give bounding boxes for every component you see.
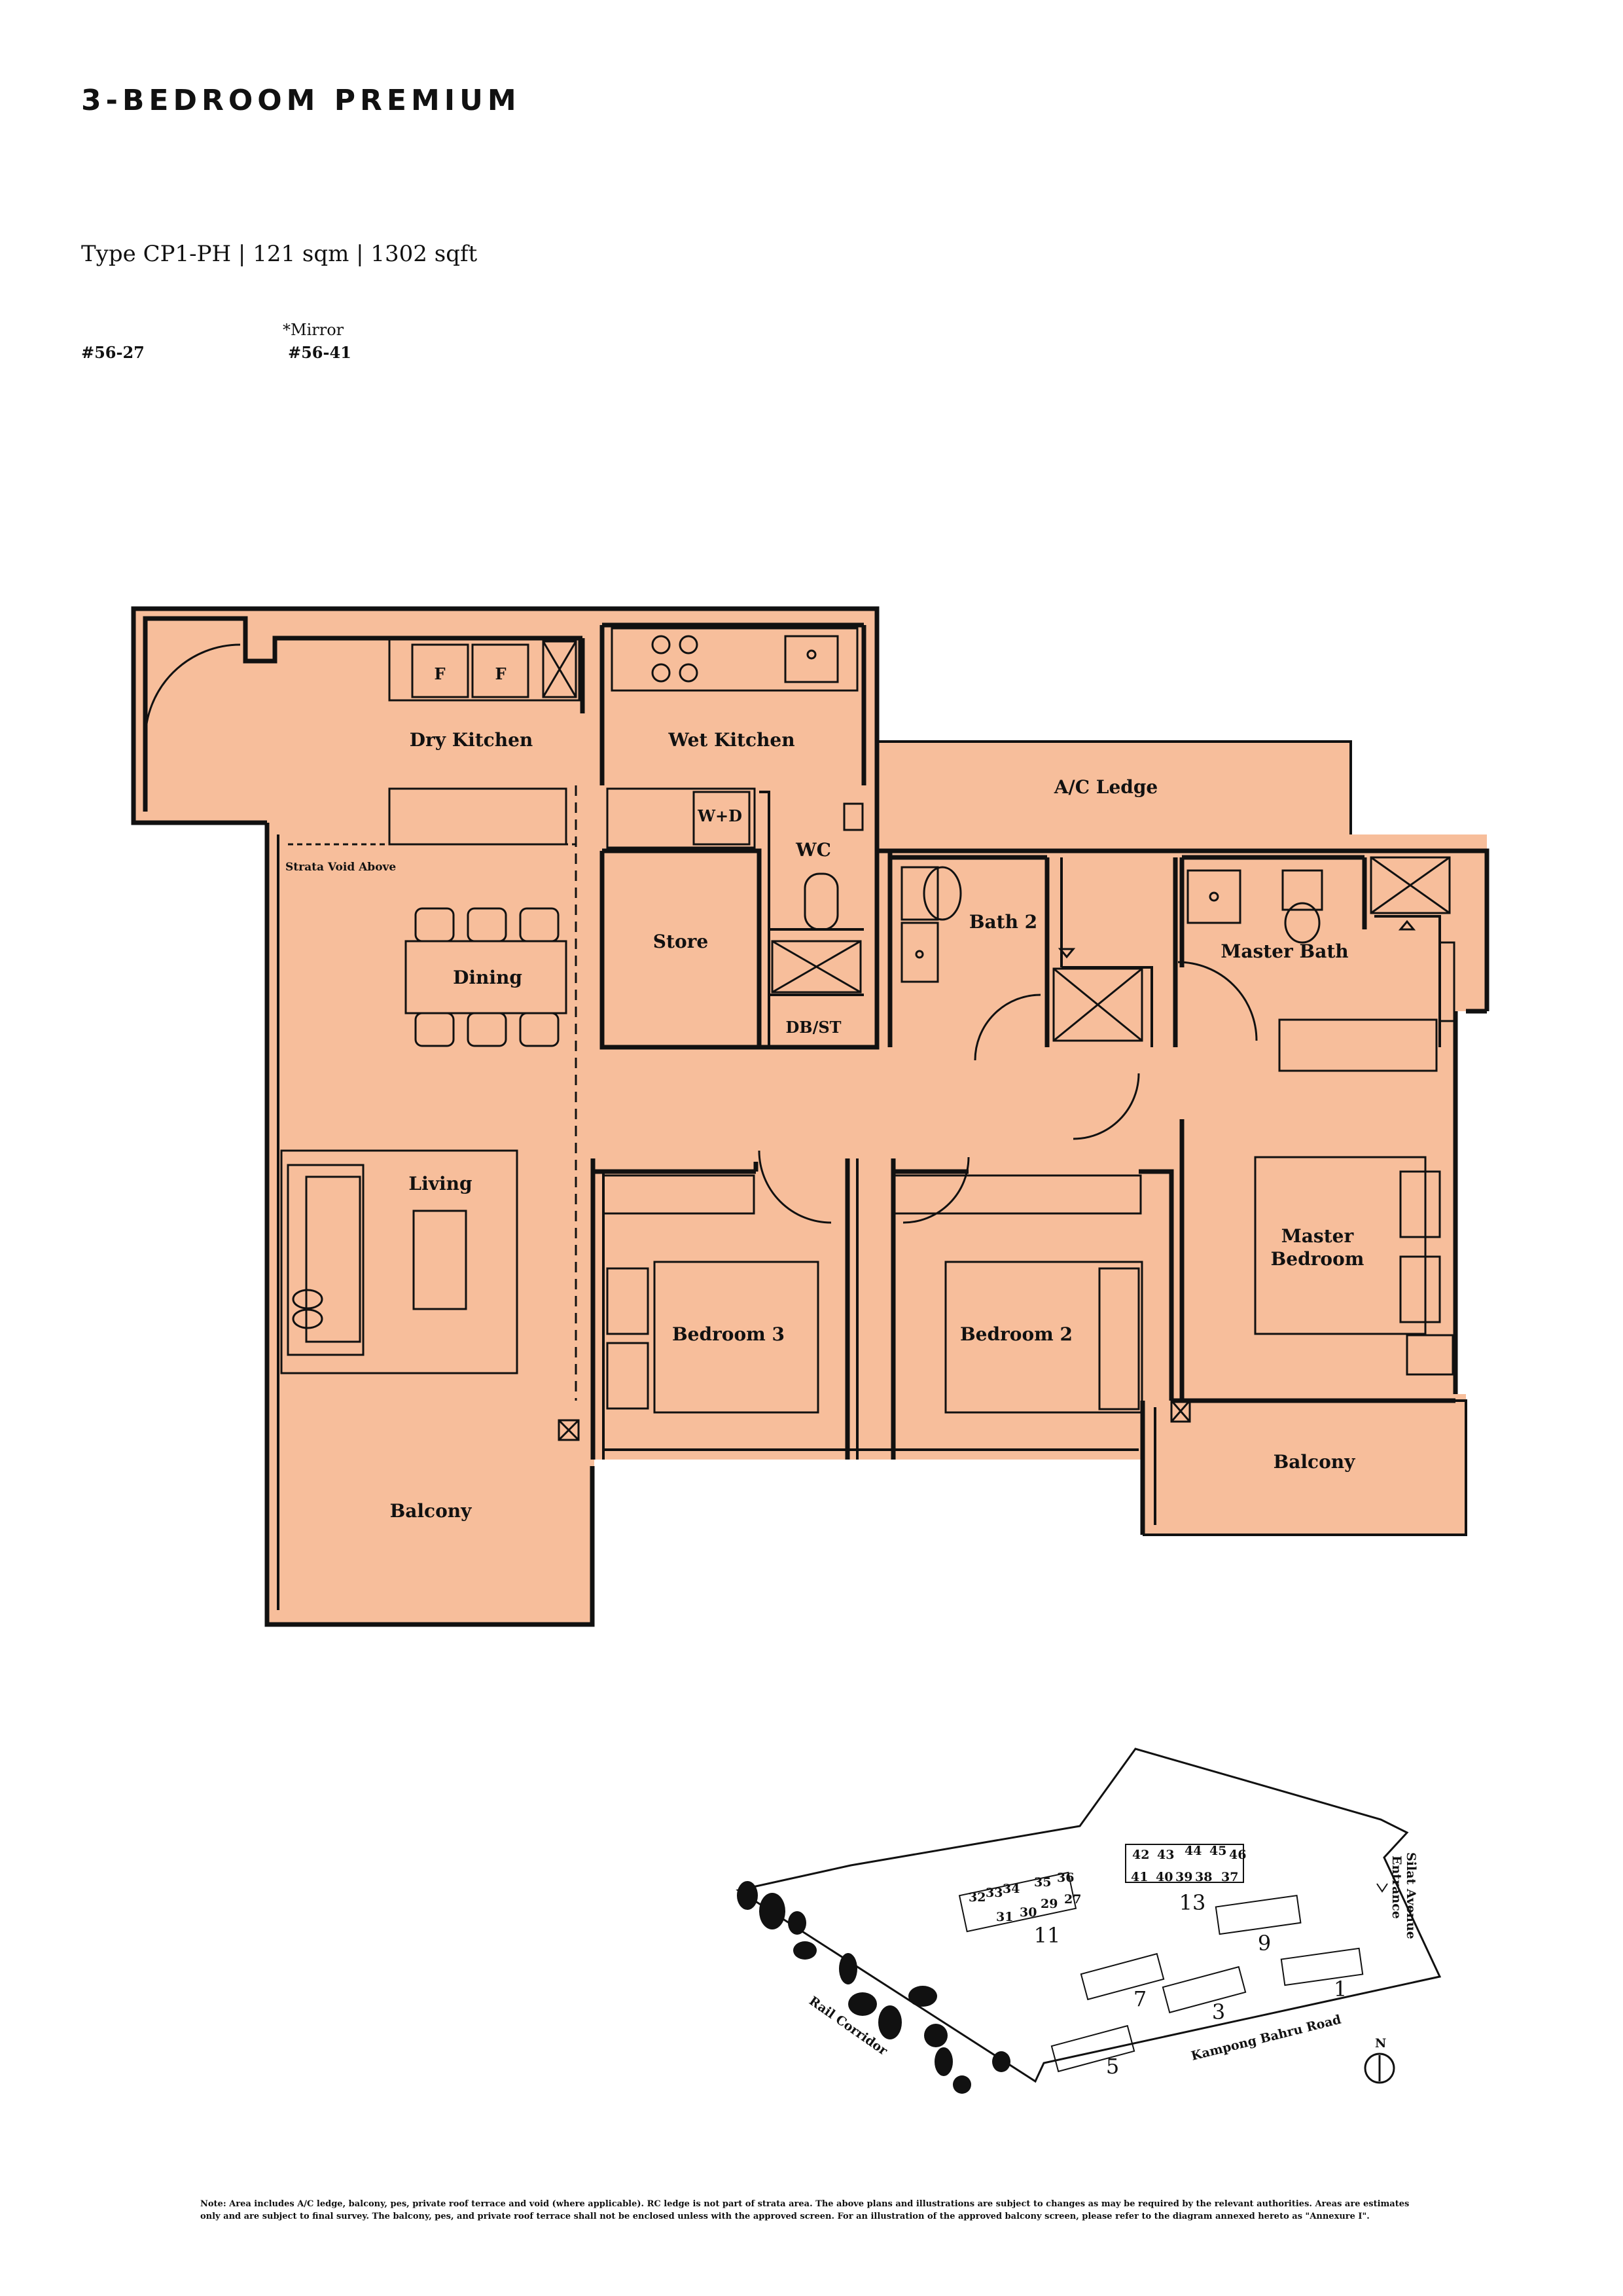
unit-27: 27: [1064, 1892, 1081, 1907]
walls: [131, 606, 1489, 1627]
unit-46: 46: [1229, 1848, 1246, 1862]
unit-number-mirror: #56-41: [288, 343, 351, 362]
label-ac-ledge: A/C Ledge: [1054, 776, 1158, 798]
unit-34: 34: [1003, 1882, 1020, 1896]
block-1: 1: [1334, 1977, 1347, 2001]
door-swings: [144, 643, 1258, 1224]
label-strata-void: Strata Void Above: [285, 861, 396, 874]
label-wd: W+D: [697, 806, 742, 825]
block-13: 13: [1179, 1890, 1206, 1915]
unit-41: 41: [1131, 1870, 1148, 1884]
unit-32: 32: [969, 1890, 986, 1905]
label-fridge-1: F: [434, 664, 445, 683]
unit-35: 35: [1034, 1875, 1051, 1890]
unit-31: 31: [996, 1910, 1013, 1924]
footnote: Note: Area includes A/C ledge, balcony, …: [200, 2199, 1410, 2221]
unit-42: 42: [1132, 1848, 1149, 1862]
unit-44: 44: [1185, 1844, 1202, 1858]
unit-29: 29: [1041, 1897, 1058, 1911]
unit-40: 40: [1156, 1870, 1173, 1884]
unit-30: 30: [1020, 1905, 1037, 1920]
unit-37: 37: [1221, 1870, 1238, 1884]
fridge-box-1: [411, 643, 469, 698]
fridge-box-2: [471, 643, 529, 698]
label-master-bath: Master Bath: [1221, 941, 1348, 962]
unit-45: 45: [1209, 1844, 1226, 1858]
unit-38: 38: [1195, 1870, 1212, 1884]
mirror-label: *Mirror: [283, 321, 344, 339]
entrance-arrow-icon: [1376, 1883, 1388, 1893]
label-dry-kitchen: Dry Kitchen: [410, 729, 533, 751]
label-bedroom-2: Bedroom 2: [960, 1323, 1073, 1345]
page-title: 3-BEDROOM PREMIUM: [81, 84, 521, 117]
unit-39: 39: [1175, 1870, 1192, 1884]
site-plan: 32 33 34 35 36 27 29 30 31 42 43 44 45 4…: [736, 1748, 1442, 2094]
block-11: 11: [1034, 1923, 1061, 1948]
label-balcony-right: Balcony: [1274, 1451, 1356, 1473]
label-store: Store: [653, 931, 708, 952]
entrance-label-1: Silat Avenue: [1404, 1852, 1418, 1939]
label-dining: Dining: [453, 967, 522, 988]
unit-number-primary: #56-27: [81, 343, 145, 362]
unit-43: 43: [1157, 1848, 1174, 1862]
label-wc: WC: [795, 839, 831, 861]
label-master-bedroom-2: Bedroom: [1271, 1248, 1364, 1270]
label-living: Living: [408, 1173, 472, 1194]
label-db-st: DB/ST: [785, 1018, 841, 1037]
rail-corridor-trees: [737, 1881, 1010, 2094]
block-3: 3: [1212, 2000, 1225, 2024]
north-arrow-icon: [1364, 2053, 1395, 2084]
label-bath-2: Bath 2: [969, 911, 1037, 933]
label-balcony-left: Balcony: [390, 1500, 473, 1522]
label-bedroom-3: Bedroom 3: [672, 1323, 785, 1345]
block-7: 7: [1133, 1986, 1147, 2011]
unit-33: 33: [986, 1886, 1003, 1900]
block-5: 5: [1106, 2054, 1119, 2079]
label-wet-kitchen: Wet Kitchen: [668, 729, 794, 751]
block-9: 9: [1258, 1931, 1271, 1956]
fixtures: [280, 627, 1455, 1441]
north-label: N: [1375, 2036, 1386, 2051]
unit-36: 36: [1057, 1871, 1074, 1885]
label-fridge-2: F: [495, 664, 506, 683]
entrance-label-2: Entrance: [1389, 1856, 1404, 1919]
label-master-bedroom-1: Master: [1281, 1225, 1355, 1247]
unit-type-line: Type CP1-PH | 121 sqm | 1302 sqft: [81, 241, 478, 267]
block-footprints: [958, 1844, 1364, 2073]
